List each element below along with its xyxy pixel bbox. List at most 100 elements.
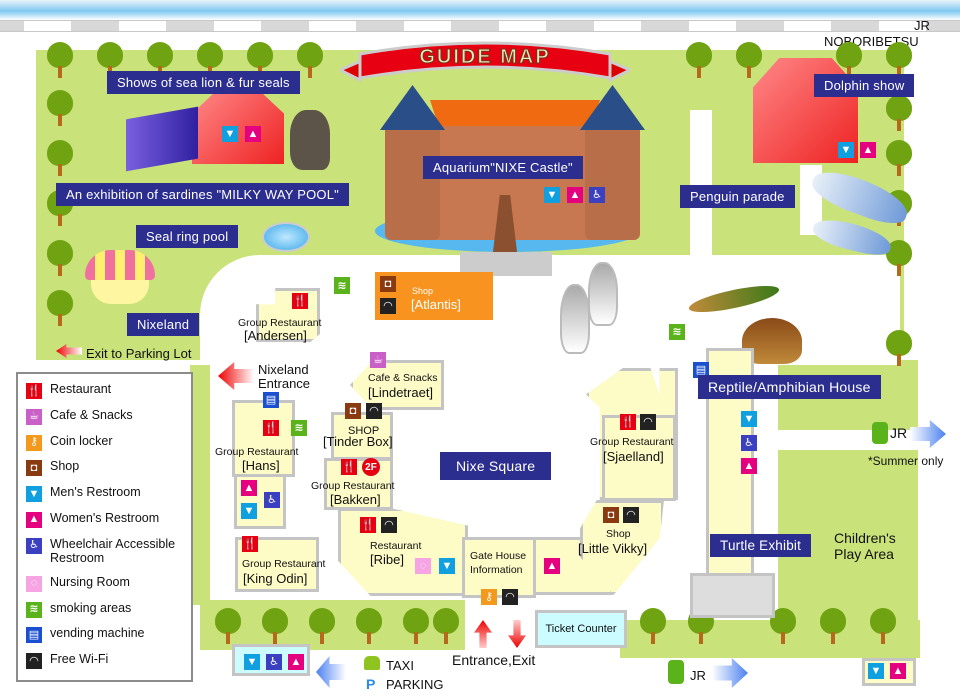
tree [47, 240, 73, 276]
legend-label: Coin locker [50, 433, 113, 448]
childrens-label-1: Children's [834, 530, 896, 546]
sea [0, 0, 960, 20]
womens-restroom-icon[interactable]: ▲ [860, 142, 876, 158]
castle-tower-right [585, 125, 640, 240]
mens-restroom-icon[interactable]: ▼ [741, 411, 757, 427]
restaurant-icon: 🍴 [263, 420, 279, 436]
jr-bottom-label[interactable]: JR [690, 668, 706, 683]
coin-locker-icon[interactable]: ⚷ [481, 589, 497, 605]
play-area-grass [778, 360, 918, 620]
arrow-left-icon[interactable] [316, 656, 346, 688]
tree [47, 290, 73, 326]
restaurant-hans-building[interactable] [232, 400, 295, 477]
wifi-icon: ◠ [502, 589, 518, 605]
womens-restroom-icon[interactable]: ▲ [890, 663, 906, 679]
title-banner: GUIDE MAP [336, 40, 634, 88]
mens-restroom-icon: ▼ [26, 486, 42, 503]
nixe-square-label[interactable]: Nixe Square [440, 452, 552, 480]
mens-restroom-icon[interactable]: ▼ [868, 663, 884, 679]
penguin-parade-label[interactable]: Penguin parade [680, 185, 795, 208]
seal-ring-pool-label[interactable]: Seal ring pool [136, 225, 239, 248]
womens-restroom-icon[interactable]: ▲ [544, 558, 560, 574]
mens-restroom-icon[interactable]: ▼ [244, 654, 260, 670]
ticket-counter[interactable]: Ticket Counter [535, 610, 627, 648]
nixeland-label[interactable]: Nixeland [127, 313, 200, 336]
tree [836, 42, 862, 78]
nursing-room-icon[interactable]: ◌ [415, 558, 431, 574]
sardines-label[interactable]: An exhibition of sardines "MILKY WAY POO… [56, 183, 349, 206]
sea-lion-show-label[interactable]: Shows of sea lion & fur seals [107, 71, 300, 94]
tree [820, 608, 846, 644]
tree [870, 608, 896, 644]
turtle-exhibit-label[interactable]: Turtle Exhibit [710, 534, 812, 557]
restaurant-sjaelland-body[interactable] [602, 415, 676, 501]
mens-restroom-icon[interactable]: ▼ [439, 558, 455, 574]
map-title: GUIDE MAP [419, 46, 551, 69]
gate-house-building[interactable] [462, 537, 536, 598]
castle-label[interactable]: Aquarium"NIXE Castle" [423, 156, 583, 179]
carousel [85, 250, 155, 310]
penguin-figure [560, 284, 590, 354]
turtle-exhibit-building[interactable] [690, 573, 775, 618]
smoking-icon[interactable]: ≋ [669, 324, 685, 340]
arrow-left-icon[interactable] [218, 362, 254, 390]
castle-body[interactable] [430, 120, 600, 240]
exit-parking-label[interactable]: Exit to Parking Lot [86, 346, 192, 361]
entrance-exit-label: Entrance,Exit [452, 652, 536, 668]
exit-arrow-icon [508, 620, 526, 648]
reptile-house-label[interactable]: Reptile/Amphibian House [698, 375, 881, 399]
tree [886, 42, 912, 78]
womens-restroom-icon[interactable]: ▲ [567, 187, 583, 203]
andersen-type: Group Restaurant [238, 317, 322, 329]
tree [770, 608, 796, 644]
mens-restroom-icon[interactable]: ▼ [241, 503, 257, 519]
tinder-box-type: SHOP [348, 425, 380, 437]
nixeland-entrance-2: Entrance [258, 376, 311, 391]
wheelchair-icon[interactable]: ♿ [741, 435, 757, 451]
jr-right-label[interactable]: JR [890, 425, 908, 441]
sjaelland-name: [Sjaelland] [603, 449, 664, 464]
wifi-icon: ◠ [366, 403, 382, 419]
vending-machine-icon[interactable]: ▤ [263, 392, 279, 408]
legend-label: Shop [50, 459, 80, 474]
taxi-label[interactable]: TAXI [386, 658, 414, 673]
vending-machine-icon[interactable]: ▤ [693, 362, 709, 378]
tree [403, 608, 429, 644]
restaurant-king-odin-building[interactable] [235, 537, 319, 592]
dolphin-show-label[interactable]: Dolphin show [814, 74, 915, 97]
childrens-label-2: Play Area [834, 546, 894, 562]
ribe-type: Restaurant [370, 540, 422, 552]
smoking-icon[interactable]: ≋ [291, 420, 307, 436]
smoking-icon[interactable]: ≋ [334, 278, 350, 294]
womens-restroom-icon[interactable]: ▲ [288, 654, 304, 670]
wheelchair-icon[interactable]: ♿ [589, 187, 605, 203]
arrow-left-icon[interactable] [56, 344, 82, 358]
womens-restroom-icon[interactable]: ▲ [241, 480, 257, 496]
mens-restroom-icon[interactable]: ▼ [838, 142, 854, 158]
tree [47, 90, 73, 126]
tree [886, 140, 912, 176]
little-vikky-name: [Little Vikky] [578, 541, 648, 556]
arrow-right-icon[interactable] [712, 658, 748, 688]
sea-lion-stadium[interactable] [192, 92, 284, 164]
wheelchair-icon[interactable]: ♿ [264, 492, 280, 508]
tree [262, 608, 288, 644]
mens-restroom-icon[interactable]: ▼ [222, 126, 238, 142]
legend-item-smoking: ≋ smoking areas [26, 601, 183, 627]
summer-only-label: *Summer only [868, 454, 944, 468]
wifi-icon: ◠ [640, 414, 656, 430]
tree [215, 608, 241, 644]
womens-restroom-icon[interactable]: ▲ [245, 126, 261, 142]
legend-item-vending: ▤ vending machine [26, 626, 183, 652]
legend-item-nursing-room: ◌ Nursing Room [26, 575, 183, 601]
mens-restroom-icon[interactable]: ▼ [544, 187, 560, 203]
parking-label[interactable]: PARKING [386, 677, 444, 692]
tree [47, 42, 73, 78]
castle-roof [430, 100, 600, 126]
legend-item-coin-locker: ⚷ Coin locker [26, 434, 183, 460]
wifi-icon: ◠ [623, 507, 639, 523]
womens-restroom-icon[interactable]: ▲ [741, 458, 757, 474]
smoking-icon: ≋ [26, 601, 42, 618]
shop-atlantis[interactable]: ◘ ◠ Shop [Atlantis] [375, 272, 493, 320]
wheelchair-icon[interactable]: ♿ [266, 654, 282, 670]
